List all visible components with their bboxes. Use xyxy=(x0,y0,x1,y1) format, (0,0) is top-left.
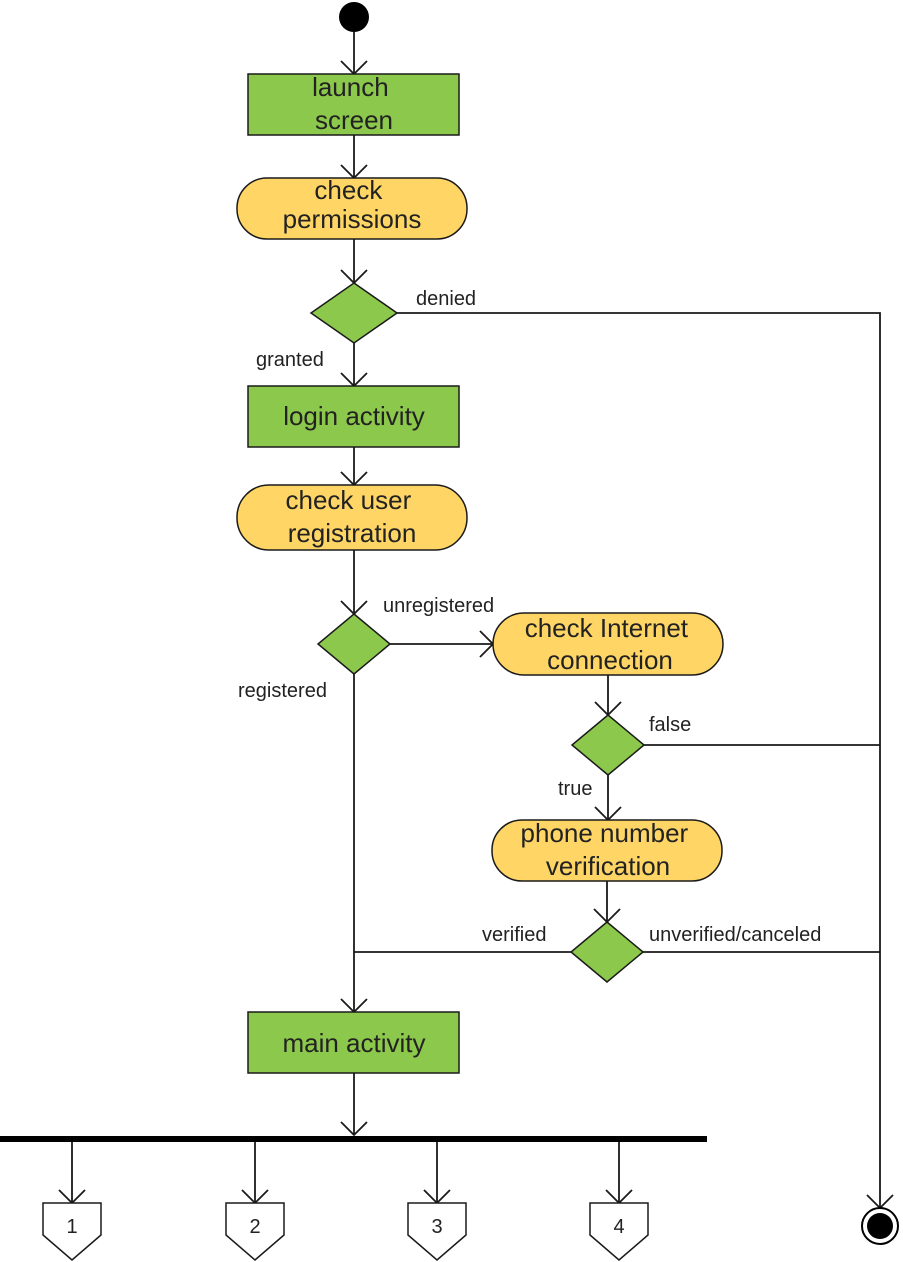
registration-decision xyxy=(316,613,392,675)
connector-4: 4 xyxy=(589,1202,649,1261)
fork-branch-2 xyxy=(241,1142,269,1205)
edge-label-registered: registered xyxy=(238,680,327,702)
edge-label-verified: verified xyxy=(482,924,546,946)
check-user-registration-label: check user registration xyxy=(286,485,419,548)
edge-label-denied: denied xyxy=(416,288,476,310)
check-permissions-node: check permissions xyxy=(236,175,468,240)
connector-2: 2 xyxy=(225,1202,285,1261)
edge-denied xyxy=(397,312,881,1208)
check-internet-connection-node: check Internet connection xyxy=(492,612,724,676)
login-activity-node: login activity xyxy=(247,385,460,448)
connector-label-3: 3 xyxy=(431,1216,442,1238)
check-permissions-label: check permissions xyxy=(283,175,422,234)
fork-branch-4 xyxy=(605,1142,633,1205)
main-activity-label: main activity xyxy=(282,1028,425,1058)
permissions-decision xyxy=(309,282,399,344)
fork-branch-3 xyxy=(423,1142,451,1205)
connector-label-1: 1 xyxy=(66,1216,77,1238)
arrowhead xyxy=(340,1121,368,1137)
edge-label-true: true xyxy=(558,778,592,800)
check-user-registration-node: check user registration xyxy=(236,484,468,551)
launch-screen-node: launch screen xyxy=(247,72,460,136)
check-internet-connection-label: check Internet connection xyxy=(525,613,696,675)
fork-branch-1 xyxy=(58,1142,86,1205)
internet-decision xyxy=(570,714,646,776)
connector-label-4: 4 xyxy=(613,1216,624,1238)
connector-1: 1 xyxy=(42,1202,102,1261)
verification-decision xyxy=(569,921,645,983)
login-activity-label: login activity xyxy=(283,401,425,431)
connector-3: 3 xyxy=(407,1202,467,1261)
edge-label-granted: granted xyxy=(256,349,324,371)
main-activity-node: main activity xyxy=(247,1011,460,1074)
edge-label-false: false xyxy=(649,714,691,736)
edge-label-unregistered: unregistered xyxy=(383,595,494,617)
phone-number-verification-label: phone number verification xyxy=(521,818,696,881)
start-node xyxy=(339,2,369,32)
connector-label-2: 2 xyxy=(249,1216,260,1238)
edge-label-unverified-canceled: unverified/canceled xyxy=(649,924,821,946)
phone-number-verification-node: phone number verification xyxy=(491,818,723,882)
end-node xyxy=(861,1207,899,1245)
launch-screen-label: launch screen xyxy=(312,72,396,135)
fork-bar xyxy=(0,1136,707,1142)
